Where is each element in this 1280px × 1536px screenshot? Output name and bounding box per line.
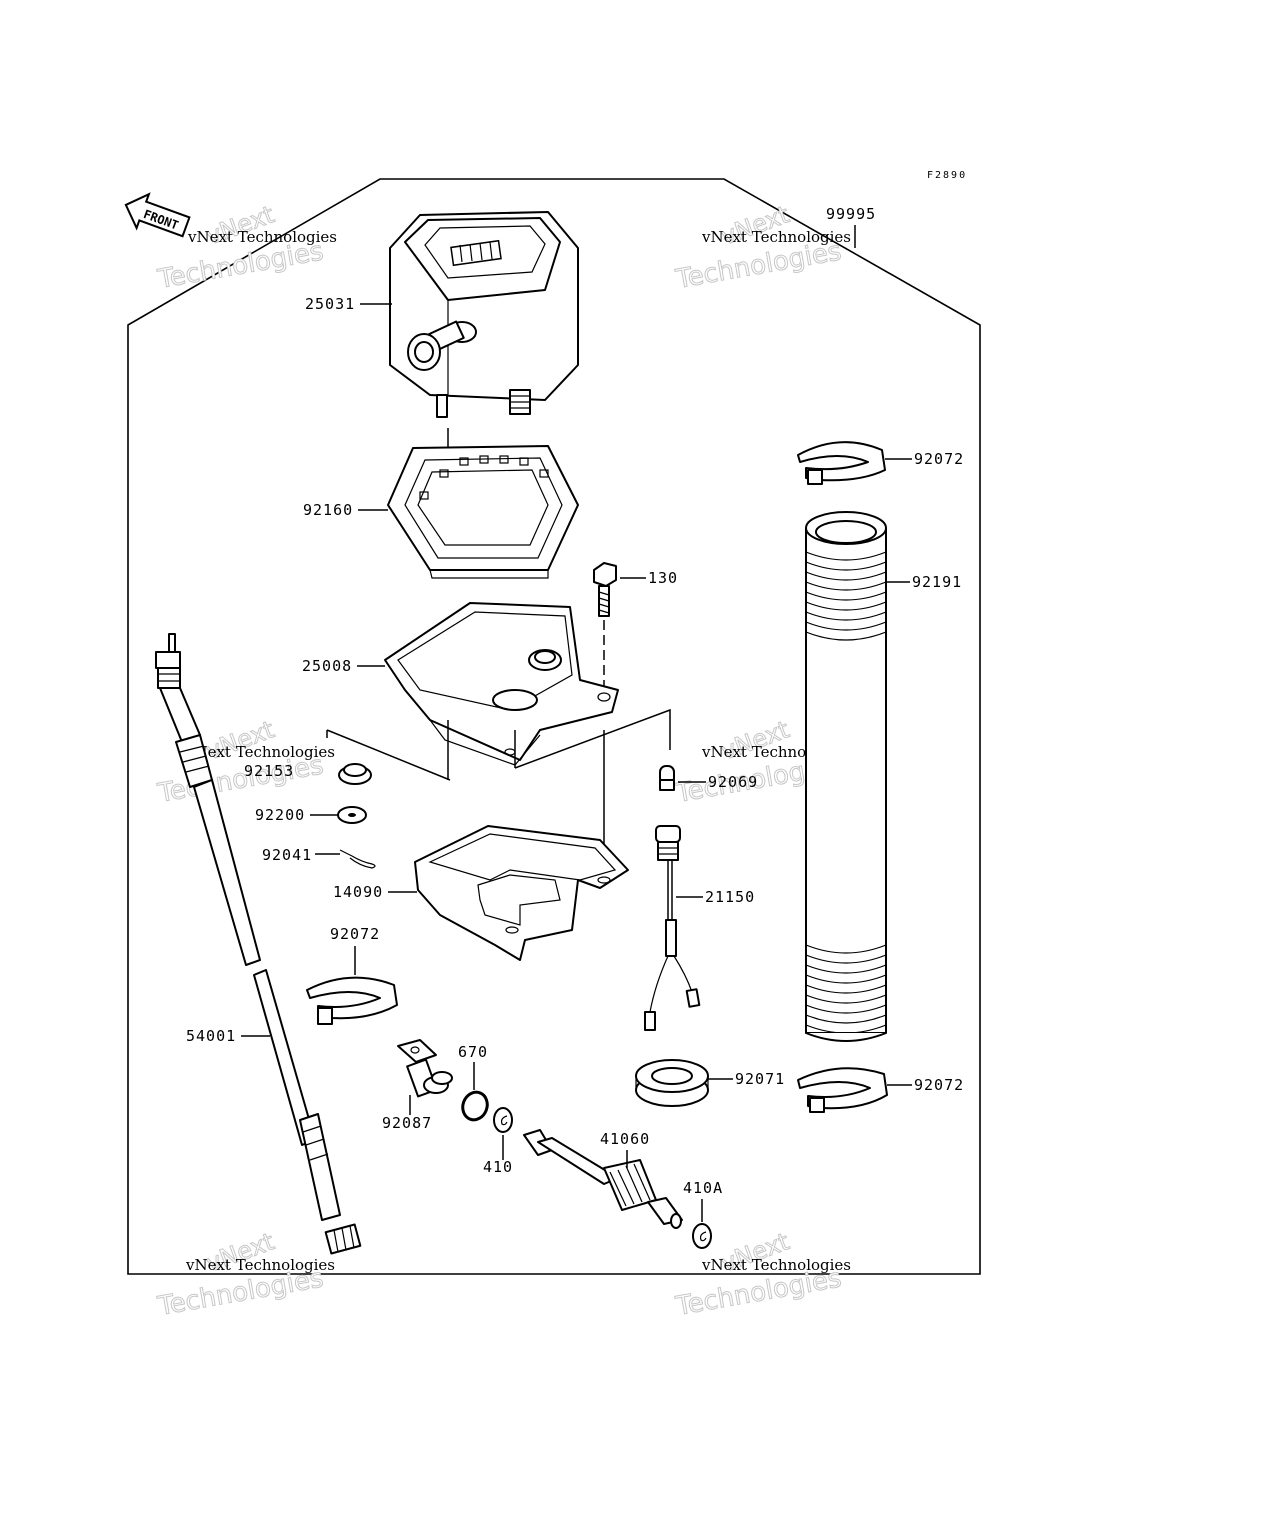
callout-41060: 41060 <box>600 1130 650 1148</box>
bolt-part <box>593 562 617 617</box>
band-left-part <box>306 976 398 1025</box>
callout-410: 410 <box>483 1158 513 1176</box>
grommet-part <box>338 763 372 785</box>
cable-grommet-part <box>635 1059 709 1107</box>
callout-670: 670 <box>458 1043 488 1061</box>
assembly-boundary <box>127 178 981 1275</box>
front-arrow-icon: FRONT <box>124 192 191 238</box>
callout-99995: 99995 <box>826 205 876 223</box>
callout-92087: 92087 <box>382 1114 432 1132</box>
bulb-part <box>659 765 675 791</box>
callout-25031: 25031 <box>305 295 355 313</box>
callout-92153: 92153 <box>244 762 294 780</box>
meter-cover-part <box>414 825 629 961</box>
callout-92041: 92041 <box>262 846 312 864</box>
callout-14090: 14090 <box>333 883 383 901</box>
callout-410A: 410A <box>683 1179 723 1197</box>
callout-21150: 21150 <box>705 888 755 906</box>
meter-case-part <box>384 602 619 766</box>
pinion-shaft-part <box>523 1129 683 1229</box>
protective-tube-part <box>805 511 887 1042</box>
speedometer-cable-part <box>155 633 362 1255</box>
o-ring-part <box>461 1090 489 1122</box>
callout-92072-bottom: 92072 <box>914 1076 964 1094</box>
callout-92072-top: 92072 <box>914 450 964 468</box>
svg-text:vNext Technologies: vNext Technologies <box>701 1256 851 1274</box>
svg-text:vNext Technologies: vNext Technologies <box>185 743 335 761</box>
svg-text:vNext Technologies: vNext Technologies <box>187 228 337 246</box>
bulb-socket-part <box>644 825 701 1031</box>
band-bottom-part <box>797 1067 888 1113</box>
svg-text:vNext Technologies: vNext Technologies <box>185 1256 335 1274</box>
figure-code: F2890 <box>927 170 967 181</box>
callout-130: 130 <box>648 569 678 587</box>
circlip-a-part <box>692 1223 712 1249</box>
washer-part <box>337 806 367 824</box>
callout-92191: 92191 <box>912 573 962 591</box>
callout-92072-left: 92072 <box>330 925 380 943</box>
meter-damper-part <box>387 445 579 579</box>
callout-54001: 54001 <box>186 1027 236 1045</box>
callout-92069: 92069 <box>708 773 758 791</box>
circlip-part <box>493 1107 513 1133</box>
svg-text:vNext Technologies: vNext Technologies <box>701 228 851 246</box>
callout-25008: 25008 <box>302 657 352 675</box>
callout-92071: 92071 <box>735 1070 785 1088</box>
band-top-part <box>797 441 886 485</box>
watermark-top-right: vNext Technologies vNext Technologies <box>673 200 851 296</box>
callout-92200: 92200 <box>255 806 305 824</box>
callout-92160: 92160 <box>303 501 353 519</box>
drive-adapter-part <box>397 1039 453 1098</box>
cotter-pin-part <box>339 849 376 869</box>
speedometer-meter-part <box>389 211 579 418</box>
